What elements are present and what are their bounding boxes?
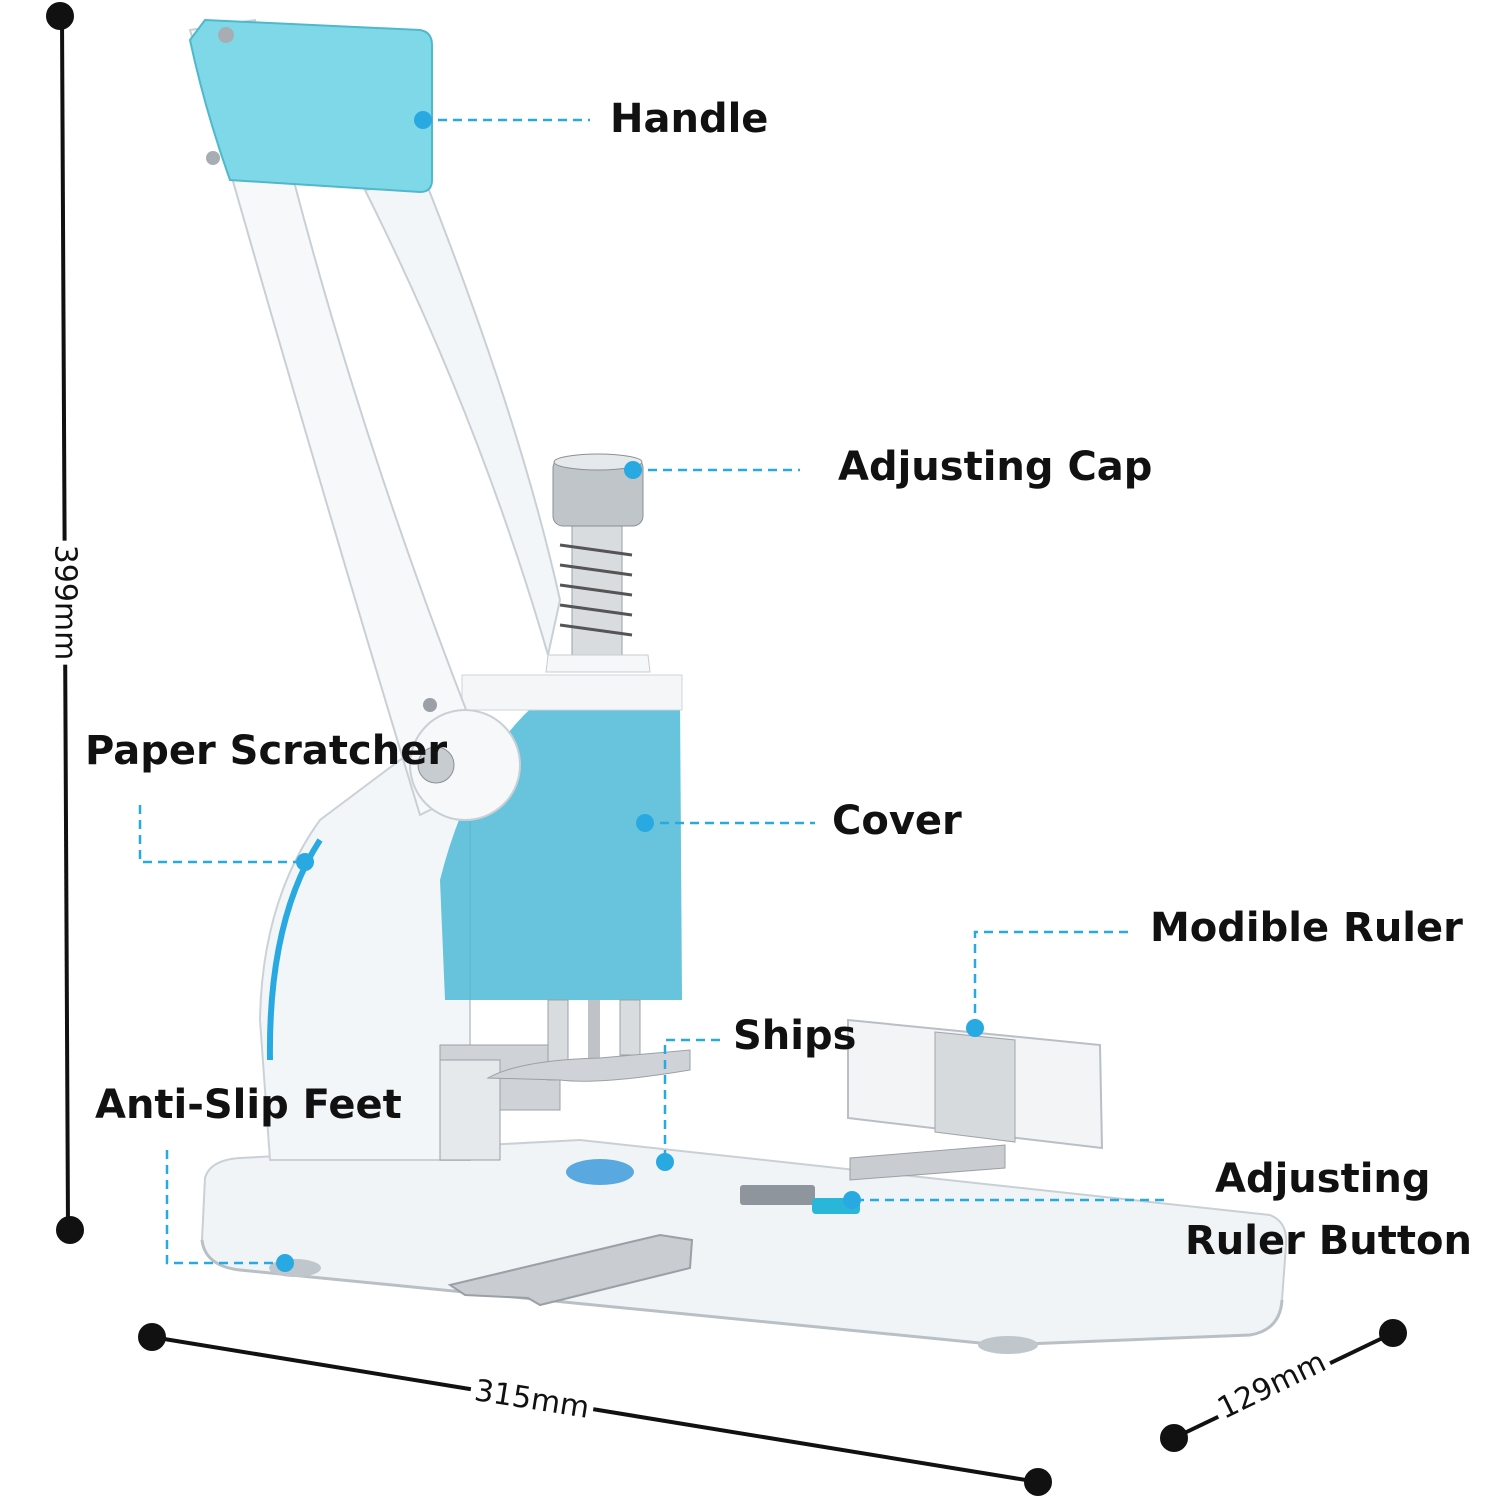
leader-dots	[276, 111, 984, 1272]
dimension-height: 399mm	[47, 540, 83, 665]
modible-ruler-shape	[847, 1018, 1104, 1181]
label-anti-slip-feet: Anti-Slip Feet	[95, 1082, 402, 1128]
label-adjusting-ruler-button-line1: Adjusting	[1215, 1156, 1431, 1202]
base	[200, 1138, 1288, 1354]
label-handle: Handle	[610, 96, 769, 142]
body	[258, 718, 561, 1161]
handle-shape	[188, 18, 562, 821]
label-modible-ruler: Modible Ruler	[1150, 905, 1463, 951]
label-paper-scratcher: Paper Scratcher	[85, 728, 448, 774]
label-cover: Cover	[832, 798, 962, 844]
leader-lines	[138, 118, 1170, 1265]
label-adjusting-cap: Adjusting Cap	[838, 444, 1153, 490]
punch-mechanism	[486, 999, 691, 1082]
label-ships: Ships	[733, 1013, 857, 1059]
adjusting-cap-shape	[545, 453, 651, 673]
label-adjusting-ruler-button-line2: Ruler Button	[1185, 1218, 1472, 1264]
